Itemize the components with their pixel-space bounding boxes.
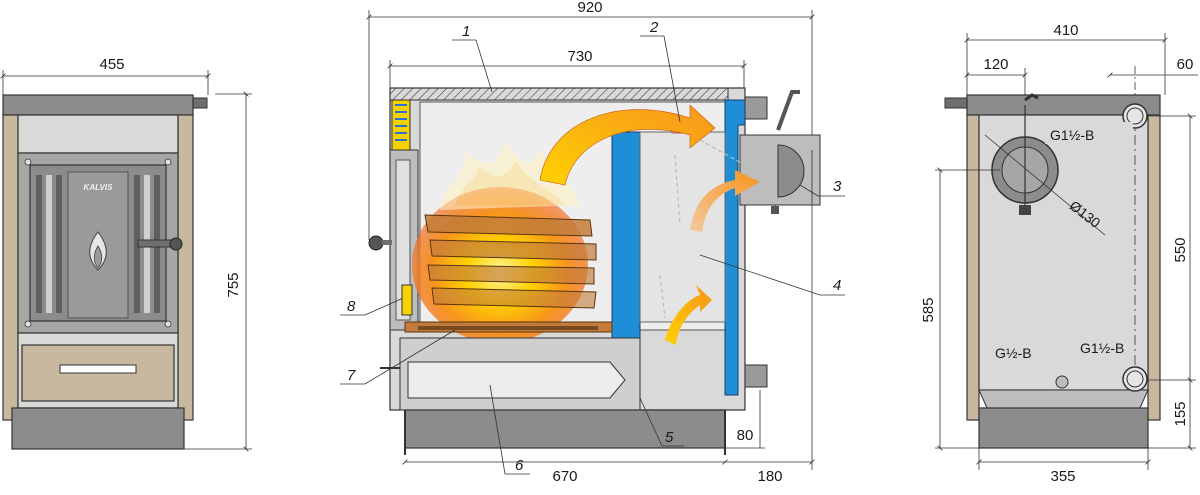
front-top-plate (2, 94, 194, 116)
front-height-dim: 755 (225, 272, 242, 297)
front-frame-screws (24, 158, 172, 328)
section-hot-gas-arrow (539, 104, 716, 186)
front-view: 455 755 KALVIS (0, 56, 252, 452)
front-door-brand: KALVIS (84, 183, 114, 192)
section-bottom-outlet (744, 364, 768, 388)
front-door-handle[interactable] (137, 237, 183, 251)
side-panel-left (966, 114, 980, 421)
front-drawer-handle[interactable] (59, 364, 137, 374)
side-top-conn-label: G1½-B (1050, 127, 1094, 143)
callout-7: 7 (347, 367, 356, 384)
callout-4: 4 (833, 277, 841, 294)
side-bottom-small-label: G½-B (995, 345, 1032, 361)
side-base-dim: 355 (1050, 468, 1075, 485)
side-offset-right-dim: 60 (1177, 56, 1194, 73)
section-overall-dim: 920 (577, 0, 602, 16)
section-dashed-flow (659, 139, 746, 319)
section-outlet-dim: 80 (737, 427, 754, 444)
section-ash-pan[interactable] (407, 361, 626, 399)
side-skirt (978, 389, 1149, 409)
front-upper-panel (17, 114, 179, 154)
front-base (11, 407, 185, 450)
front-side-panel-left (2, 114, 19, 421)
side-top-conn-label-bg (1045, 122, 1133, 144)
front-plate-handle[interactable] (192, 97, 208, 109)
side-plate-handle[interactable] (944, 97, 968, 109)
section-callouts: 1 2 3 4 5 6 7 8 (340, 19, 845, 475)
section-rear-dim: 180 (757, 468, 782, 485)
side-bottom-large-label: G1½-B (1080, 340, 1124, 356)
callout-5: 5 (665, 429, 674, 446)
section-top-outlet (744, 96, 768, 120)
side-height-lower-dim: 155 (1172, 401, 1189, 426)
side-offset-left-dim: 120 (983, 56, 1008, 73)
front-width-dim: 455 (99, 56, 124, 73)
section-inner-dim: 730 (567, 48, 592, 65)
side-view: 410 120 60 Ø130 G1½-B (920, 22, 1198, 485)
section-damper-rod[interactable] (776, 90, 800, 131)
side-height-upper-dim: 550 (1172, 237, 1189, 262)
side-flue-outlet (991, 93, 1059, 215)
section-spring-icon (395, 104, 407, 141)
section-logs (424, 214, 597, 309)
section-water-jacket-baffle (611, 131, 641, 365)
side-panel-right (1147, 114, 1161, 421)
section-lower-arrow (665, 285, 712, 345)
section-flue-channel (639, 131, 726, 323)
section-door-knob[interactable] (368, 235, 384, 251)
side-base (978, 407, 1149, 449)
side-diameter-leader (984, 134, 1106, 236)
callout-3: 3 (833, 178, 842, 195)
section-return-arrow (690, 170, 760, 232)
side-bottom-small-connection (1055, 375, 1069, 389)
callout-2: 2 (649, 19, 659, 36)
callout-6: 6 (515, 457, 524, 474)
callout-8: 8 (347, 298, 356, 315)
front-side-panel-right (177, 114, 194, 421)
callout-1: 1 (462, 23, 470, 40)
side-width-dim: 410 (1053, 22, 1078, 39)
section-flue-damper[interactable] (777, 144, 805, 198)
section-flames (440, 140, 580, 210)
side-height-total-dim: 585 (920, 297, 937, 322)
section-base-dim: 670 (552, 468, 577, 485)
section-view: 920 730 (340, 0, 845, 485)
section-base (404, 409, 726, 449)
section-cooking-plate (389, 87, 729, 101)
front-door-slots-left (36, 175, 62, 313)
